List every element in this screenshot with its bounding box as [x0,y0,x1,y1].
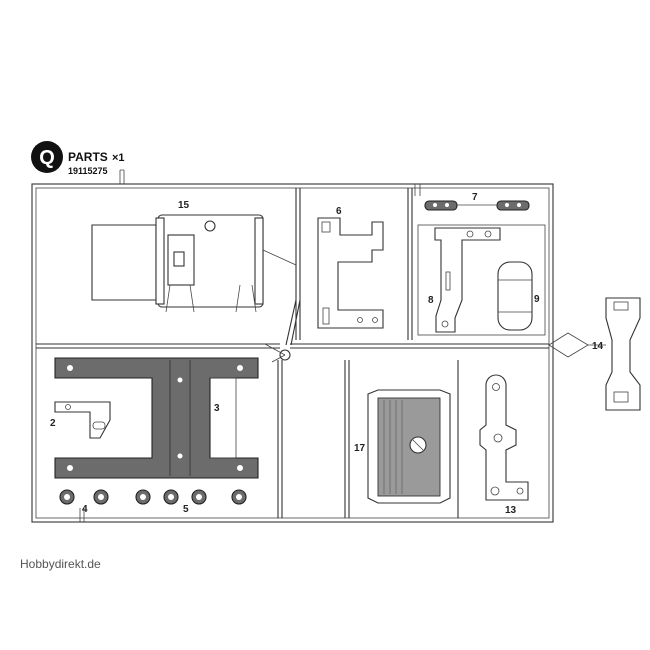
part-label-3: 3 [214,403,220,414]
part-9-cylinder: 9 [497,261,540,331]
part-6-bracket: 6 [317,206,384,329]
part-label-4: 4 [82,504,88,515]
part-17-box: 17 [354,389,451,504]
part-3-chassis-plate: 3 [54,357,259,479]
part-label-8: 8 [428,295,434,306]
part-8-arm: 8 [428,227,501,333]
tree-letter-badge [31,141,63,173]
part-15-fuel-tank: 15 [91,200,297,313]
watermark-text: Hobbydirekt.de [20,557,101,571]
part-7-clips: 7 [424,192,530,211]
tree-letter: Q [39,147,55,169]
part-label-2: 2 [50,418,56,429]
runner-frame [31,169,554,523]
part-2-plate: 2 [50,401,111,439]
part-label-13: 13 [505,505,517,516]
tree-header: Q PARTS ×1 19115275 [31,141,125,176]
part-label-9: 9 [534,294,540,305]
part-label-15: 15 [178,200,190,211]
part-14-bracket: 14 [548,297,641,411]
part-label-17: 17 [354,443,366,454]
parts-quantity: ×1 [112,152,125,164]
part-13-link: 13 [479,374,529,516]
parts-title: PARTS [68,150,108,164]
parts-4-5-bushings: 4 5 [59,489,247,515]
part-label-6: 6 [336,206,342,217]
part-label-7: 7 [472,192,478,203]
part-label-5: 5 [183,504,189,515]
part-label-14: 14 [592,341,604,352]
part-number: 19115275 [68,166,108,176]
